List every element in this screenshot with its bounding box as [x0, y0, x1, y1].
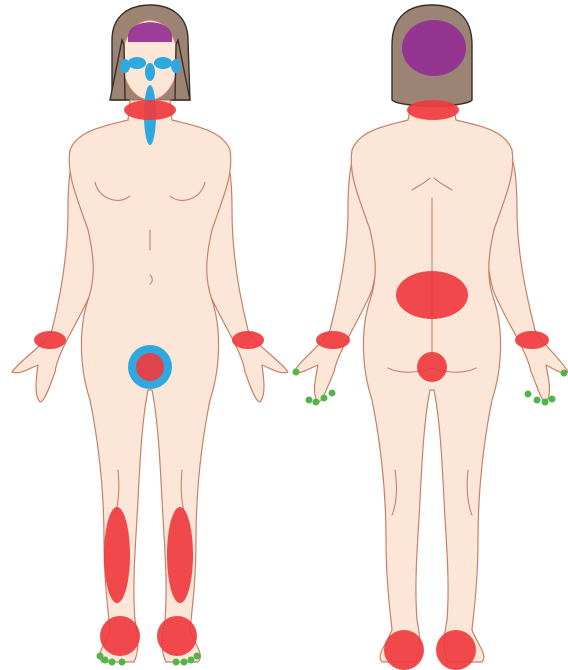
finger-marker [306, 397, 313, 404]
finger-marker [542, 399, 549, 406]
front-pelvis-marker [136, 353, 164, 381]
front-eye-marker-left [128, 57, 146, 69]
front-figure [12, 5, 288, 666]
finger-marker [321, 395, 328, 402]
finger-marker [549, 396, 556, 403]
toe-marker [119, 659, 126, 666]
front-cheek-marker-right [171, 59, 181, 73]
back-figure [293, 5, 568, 670]
front-wrist-marker-left [34, 331, 66, 349]
toe-marker [173, 659, 180, 666]
back-heel-marker-left [384, 630, 424, 670]
finger-marker [313, 399, 320, 406]
back-head-marker [402, 20, 466, 76]
front-foot-marker-right [157, 616, 197, 656]
front-shin-marker-left [104, 507, 130, 603]
front-wrist-marker-right [232, 331, 264, 349]
back-wrist-marker-right [515, 331, 549, 349]
front-neck-marker [124, 100, 176, 120]
back-wrist-marker-left [316, 331, 350, 349]
front-cheek-marker-left [120, 59, 130, 73]
toe-marker [109, 659, 116, 666]
back-neck-marker [407, 100, 459, 120]
finger-marker [525, 391, 532, 398]
front-nose-marker [145, 63, 155, 81]
toe-marker [102, 657, 109, 664]
finger-marker [561, 370, 568, 377]
finger-marker [534, 397, 541, 404]
finger-marker [293, 369, 300, 376]
front-foot-marker-left [100, 616, 140, 656]
back-heel-marker-right [436, 630, 476, 670]
toe-marker [194, 653, 201, 660]
toe-marker [188, 657, 195, 664]
front-eye-marker-right [154, 57, 172, 69]
finger-marker [329, 390, 336, 397]
back-lower-back-marker [396, 271, 468, 319]
front-shin-marker-right [167, 507, 193, 603]
back-sacrum-marker [417, 352, 447, 382]
toe-marker [181, 659, 188, 666]
